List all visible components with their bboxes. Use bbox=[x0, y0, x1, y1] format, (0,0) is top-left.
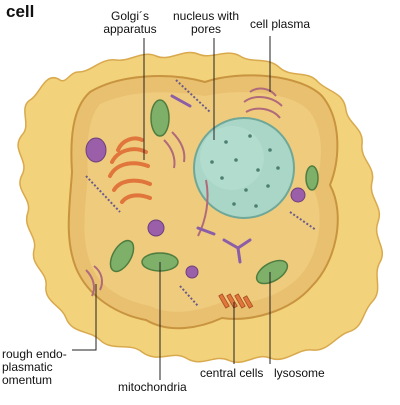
label-golgi-line1: Golgi´s bbox=[110, 9, 149, 23]
rough-endoplasmatic-reticulum bbox=[85, 87, 283, 297]
mitochondrion bbox=[305, 165, 319, 191]
nuclear-pore bbox=[266, 184, 270, 188]
inner-cytoplasm bbox=[84, 92, 321, 312]
nuclear-pore bbox=[220, 176, 224, 180]
nuclear-pore bbox=[248, 134, 252, 138]
nuclear-pores bbox=[210, 134, 280, 208]
golgi-apparatus bbox=[108, 136, 152, 204]
microtubules bbox=[85, 79, 317, 307]
lysosome bbox=[290, 187, 306, 203]
mitochondrion bbox=[109, 239, 135, 273]
label-cell-plasma: cell plasma bbox=[250, 17, 311, 31]
label-rough-line1: rough endo- bbox=[2, 347, 67, 361]
centrioles bbox=[218, 293, 254, 309]
lysosome bbox=[185, 265, 199, 279]
nuclear-pore bbox=[224, 140, 228, 144]
label-nucleus: nucleus with pores bbox=[164, 10, 248, 36]
nuclear-pore bbox=[234, 158, 238, 162]
nuclear-pore bbox=[254, 204, 258, 208]
mitochondrion bbox=[255, 259, 289, 285]
leader-lines bbox=[72, 36, 271, 380]
lysosome bbox=[85, 137, 107, 163]
label-nucleus-line2: pores bbox=[190, 22, 222, 36]
mitochondrion bbox=[150, 99, 170, 137]
label-golgi: Golgi´s apparatus bbox=[96, 10, 164, 36]
label-lysosome: lysosome bbox=[274, 366, 325, 380]
nucleus-shade bbox=[200, 126, 264, 190]
label-nucleus-line1: nucleus with bbox=[172, 9, 240, 23]
nuclear-pore bbox=[210, 160, 214, 164]
nuclear-pore bbox=[244, 188, 248, 192]
lysosome bbox=[147, 219, 165, 237]
nuclear-pore bbox=[276, 166, 280, 170]
label-mitochondria: mitochondria bbox=[118, 380, 187, 394]
nuclear-pore bbox=[232, 202, 236, 206]
label-central-cells: central cells bbox=[200, 366, 264, 380]
label-rough-line2: plasmatic bbox=[2, 360, 53, 374]
nuclear-pore bbox=[256, 168, 260, 172]
leader-rough-er bbox=[72, 284, 97, 351]
label-rough-line3: omentum bbox=[2, 373, 53, 387]
smooth-reticulum bbox=[170, 94, 252, 264]
nuclear-pore bbox=[268, 148, 272, 152]
label-rough-er: rough endo- plasmatic omentum bbox=[2, 348, 67, 387]
title: cell bbox=[6, 2, 35, 21]
label-golgi-line2: apparatus bbox=[103, 22, 157, 36]
